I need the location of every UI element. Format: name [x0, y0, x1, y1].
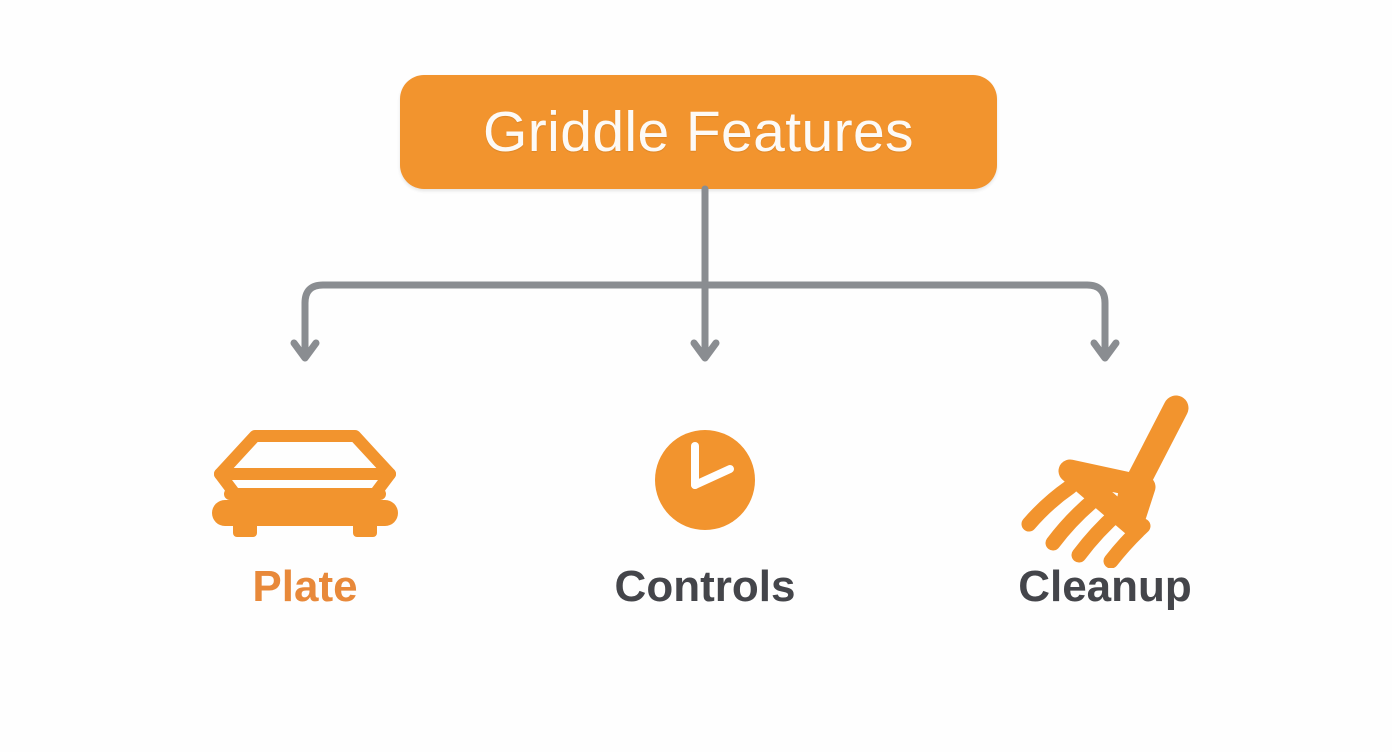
griddle-base-bar — [212, 499, 398, 526]
brush-bristle-1 — [1021, 479, 1077, 531]
leaf-label-cleanup: Cleanup — [1018, 562, 1192, 611]
leaf-label-plate: Plate — [252, 562, 358, 611]
leaf-node-cleanup[interactable]: Cleanup — [945, 395, 1265, 609]
leaf-label-controls: Controls — [614, 562, 796, 611]
griddle-foot-left — [233, 521, 257, 537]
cleaning-brush-icon — [1021, 395, 1188, 568]
griddle-plate-icon-wrap — [200, 395, 410, 565]
root-node-griddle-features[interactable]: Griddle Features — [400, 75, 997, 189]
brush-bristle-3 — [1071, 503, 1127, 562]
brush-bristle-4 — [1103, 518, 1150, 568]
connector-bus — [301, 281, 1109, 354]
leaf-node-controls[interactable]: Controls — [545, 395, 865, 609]
leaf-node-plate[interactable]: Plate — [145, 395, 465, 609]
arrowhead-plate — [290, 339, 320, 362]
root-node-title: Griddle Features — [483, 99, 914, 164]
clock-dial-icon-wrap — [650, 395, 760, 565]
arrowhead-controls — [690, 339, 720, 362]
brush-bristle-2 — [1045, 491, 1102, 550]
clock-dial-icon — [655, 430, 755, 530]
arrowhead-cleanup — [1090, 339, 1120, 362]
griddle-plate-icon — [212, 429, 398, 537]
clock-hand-minute — [691, 465, 734, 489]
cleaning-brush-icon-wrap — [1013, 395, 1198, 568]
griddle-foot-right — [353, 521, 377, 537]
